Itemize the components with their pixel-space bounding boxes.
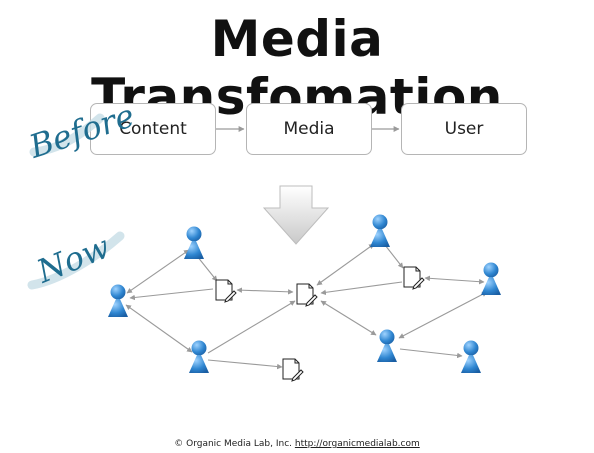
down-arrow-icon [262,185,330,245]
edge-d1-d2 [236,287,294,295]
edge-u1-d1 [196,255,218,282]
edge-u2-u3 [125,304,193,353]
edge-u3-d3 [207,359,283,370]
footer-link[interactable]: http://organicmedialab.com [294,439,420,449]
edge-u6-u5 [398,291,488,339]
edge-d4-d2 [320,281,403,296]
copyright-text: © Organic Media Lab, Inc. [174,439,293,449]
document-icon [296,283,318,307]
user-icon [184,226,204,259]
document-icon [282,358,304,382]
edge-u1-u2 [126,249,190,294]
user-icon [189,340,209,373]
user-icon [377,329,397,362]
before-brush-stroke [29,113,105,157]
edge-u4-d4 [384,244,404,269]
edge-u6-d2 [320,300,377,336]
user-icon [461,340,481,373]
user-icon [108,284,128,317]
document-icon [215,279,237,303]
media-box: Media [246,103,372,155]
edge-u6-u7 [399,348,463,359]
edge-d4-u5 [424,275,485,285]
user-icon [481,262,501,295]
user-box: User [401,103,527,155]
edge-d1-u2 [129,288,214,301]
document-icon [403,266,425,290]
now-brush-stroke [27,231,125,290]
edge-u4-d2 [316,243,375,286]
edge-u3-d2 [207,300,296,354]
user-icon [370,214,390,247]
footer: © Organic Media Lab, Inc. http://organic… [0,439,594,449]
